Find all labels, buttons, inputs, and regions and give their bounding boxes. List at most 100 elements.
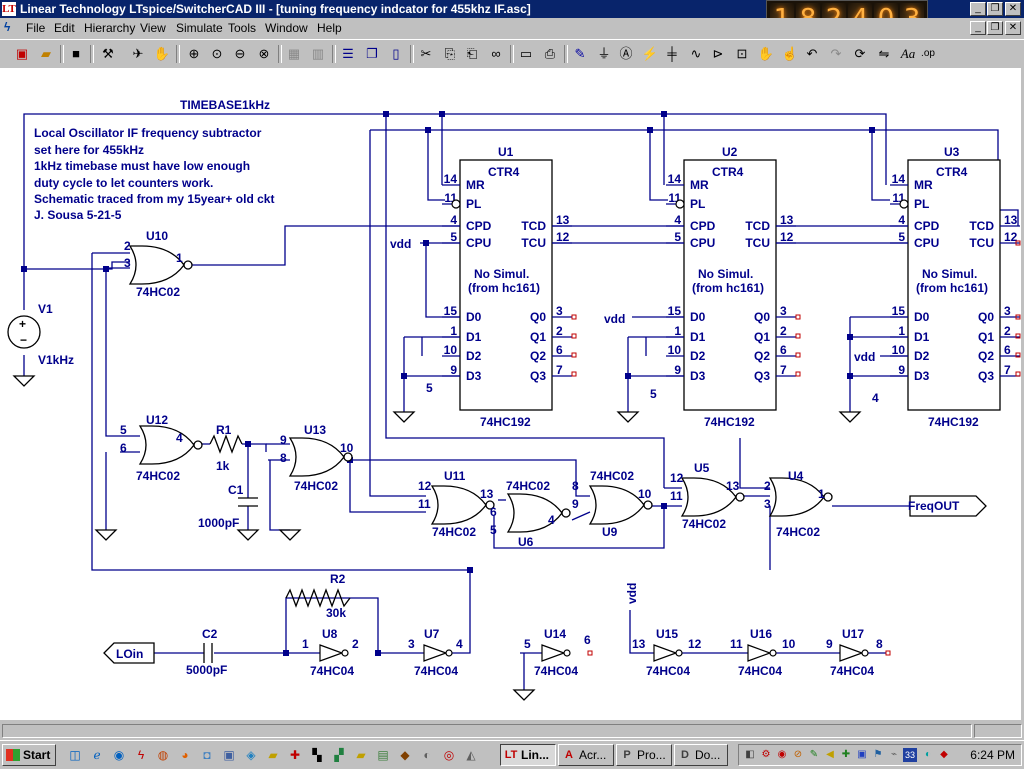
start-button[interactable]: Start: [2, 744, 56, 766]
counter-u2[interactable]: U2 CTR4 No Simul. (from hc161) 74HC192 5: [650, 145, 777, 429]
rotate-icon[interactable]: ⟳: [854, 46, 866, 61]
new-schematic-icon[interactable]: ▣: [15, 46, 29, 61]
schematic-canvas[interactable]: U1 CTR4 No Simul. (from hc161) 74HC192 5…: [0, 68, 1021, 720]
quicklaunch-app7-icon[interactable]: ◭: [466, 748, 476, 762]
quicklaunch-app2-icon[interactable]: ▞: [334, 748, 344, 762]
quicklaunch-globe-icon[interactable]: ◈: [246, 748, 256, 762]
component-icon[interactable]: ⊡: [736, 46, 748, 61]
menu-tools[interactable]: Tools: [228, 21, 257, 35]
quicklaunch-media-icon[interactable]: ◉: [113, 748, 125, 762]
zoom-in-icon[interactable]: ⊕: [188, 46, 200, 61]
menu-hierarchy[interactable]: Hierarchy: [84, 21, 136, 35]
halt-icon[interactable]: ✋: [153, 46, 171, 61]
redo-icon[interactable]: ↷: [830, 46, 842, 61]
tray-app2-icon[interactable]: ◐: [924, 749, 932, 760]
tray-count-badge[interactable]: 33: [903, 748, 917, 762]
inverter-u16[interactable]: [747, 644, 777, 662]
nor-gate-u6[interactable]: [507, 493, 571, 533]
capacitor-icon[interactable]: ╪: [667, 46, 677, 61]
taskbar-clock[interactable]: 6:24 PM: [970, 748, 1015, 762]
zoom-out-icon[interactable]: ⊖: [234, 46, 246, 61]
quicklaunch-app4-icon[interactable]: ◆: [400, 748, 410, 762]
cascade-icon[interactable]: ❐: [366, 46, 378, 61]
tray-plug-icon[interactable]: ✎: [809, 749, 819, 760]
menu-file[interactable]: File: [26, 21, 46, 35]
document-icon[interactable]: ϟ: [4, 20, 11, 34]
quicklaunch-redcross-icon[interactable]: ✚: [289, 748, 301, 762]
tray-disk-icon[interactable]: ◧: [745, 749, 755, 760]
mirror-icon[interactable]: ⇋: [878, 46, 890, 61]
menu-edit[interactable]: Edit: [54, 21, 75, 35]
inverter-u7[interactable]: [423, 644, 453, 662]
binoculars-icon[interactable]: ∞: [491, 46, 501, 61]
tray-network2-icon[interactable]: ⌁: [890, 749, 898, 760]
nor-gate-u10[interactable]: [129, 245, 193, 285]
quicklaunch-checker-icon[interactable]: ▚: [312, 748, 322, 762]
menu-window[interactable]: Window: [265, 21, 308, 35]
inverter-u14[interactable]: [541, 644, 571, 662]
draw-wire-icon[interactable]: ✎: [574, 46, 586, 61]
voltage-source-v1[interactable]: + −: [7, 315, 41, 349]
tray-green-icon[interactable]: ✚: [841, 749, 851, 760]
quicklaunch-folder-icon[interactable]: ▰: [268, 748, 278, 762]
inductor-icon[interactable]: ∿: [690, 46, 702, 61]
undo-icon[interactable]: ↶: [806, 46, 818, 61]
zoom-pan-icon[interactable]: ⊙: [211, 46, 223, 61]
doc-close-button[interactable]: ✕: [1005, 21, 1021, 35]
save-icon[interactable]: ■: [72, 46, 80, 61]
resistor-icon[interactable]: ⚡: [641, 46, 659, 61]
inverter-u17[interactable]: [839, 644, 869, 662]
schematic-drawing[interactable]: U1 CTR4 No Simul. (from hc161) 74HC192 5…: [0, 68, 1021, 720]
quicklaunch-app5-icon[interactable]: ◐: [423, 748, 431, 762]
run-icon[interactable]: ✈: [132, 46, 144, 61]
counter-u1[interactable]: U1 CTR4 No Simul. (from hc161) 74HC192 5: [426, 145, 553, 429]
print-icon[interactable]: ⎙: [544, 46, 556, 61]
cut-icon[interactable]: ✂: [420, 46, 432, 61]
inverter-u8[interactable]: [319, 644, 349, 662]
spice-directive-icon[interactable]: .op: [921, 48, 935, 59]
close-button[interactable]: ✕: [1005, 2, 1021, 16]
find-icon[interactable]: ⎗: [466, 46, 478, 61]
zoom-fit-icon[interactable]: ⊗: [258, 46, 270, 61]
menu-view[interactable]: View: [140, 21, 166, 35]
menu-help[interactable]: Help: [317, 21, 342, 35]
nor-gate-u12[interactable]: [139, 425, 203, 465]
ltspice-app-icon[interactable]: LT: [2, 2, 16, 16]
open-icon[interactable]: ▰: [41, 46, 51, 61]
tray-tool-icon[interactable]: ⚙: [761, 749, 771, 760]
tray-monitor-icon[interactable]: ▣: [857, 749, 867, 760]
doc-restore-button[interactable]: ❐: [987, 21, 1003, 35]
tray-alert-icon[interactable]: ◉: [777, 749, 787, 760]
control-panel-icon[interactable]: ⚒: [102, 46, 114, 61]
label-net-icon[interactable]: Ⓐ: [619, 46, 633, 61]
menu-simulate[interactable]: Simulate: [176, 21, 223, 35]
quicklaunch-app-icon[interactable]: ◍: [157, 748, 169, 762]
copy-icon[interactable]: ⎘: [444, 46, 456, 61]
quicklaunch-tool-icon[interactable]: ▣: [223, 748, 235, 762]
tray-app3-icon[interactable]: ◆: [940, 749, 948, 760]
tile-vertical-icon[interactable]: ▯: [392, 46, 400, 61]
tray-network-icon[interactable]: ⚑: [873, 749, 883, 760]
quicklaunch-app3-icon[interactable]: ▤: [377, 748, 389, 762]
quicklaunch-ltspice-icon[interactable]: ϟ: [137, 748, 145, 762]
tray-app-icon[interactable]: ⊘: [793, 749, 803, 760]
print-setup-icon[interactable]: ▭: [519, 46, 533, 61]
drag-icon[interactable]: ☝: [781, 46, 799, 61]
inverter-u15[interactable]: [653, 644, 683, 662]
minimize-button[interactable]: _: [970, 2, 986, 16]
quicklaunch-network-icon[interactable]: ◘: [203, 748, 211, 762]
quicklaunch-app6-icon[interactable]: ◎: [443, 748, 455, 762]
tray-volume-icon[interactable]: ◀: [826, 749, 834, 760]
doc-minimize-button[interactable]: _: [970, 21, 986, 35]
ground-icon[interactable]: ⏚: [597, 46, 611, 61]
tile-horizontal-icon[interactable]: ☰: [342, 46, 354, 61]
quicklaunch-desktop-icon[interactable]: ◫: [69, 748, 81, 762]
text-icon[interactable]: Aa: [900, 46, 916, 61]
tile-horizontal-icon[interactable]: ▥: [311, 46, 325, 61]
counter-u3[interactable]: U3 CTR4 No Simul. (from hc161) 74HC192 4: [872, 145, 1001, 429]
quicklaunch-folder2-icon[interactable]: ▰: [356, 748, 366, 762]
